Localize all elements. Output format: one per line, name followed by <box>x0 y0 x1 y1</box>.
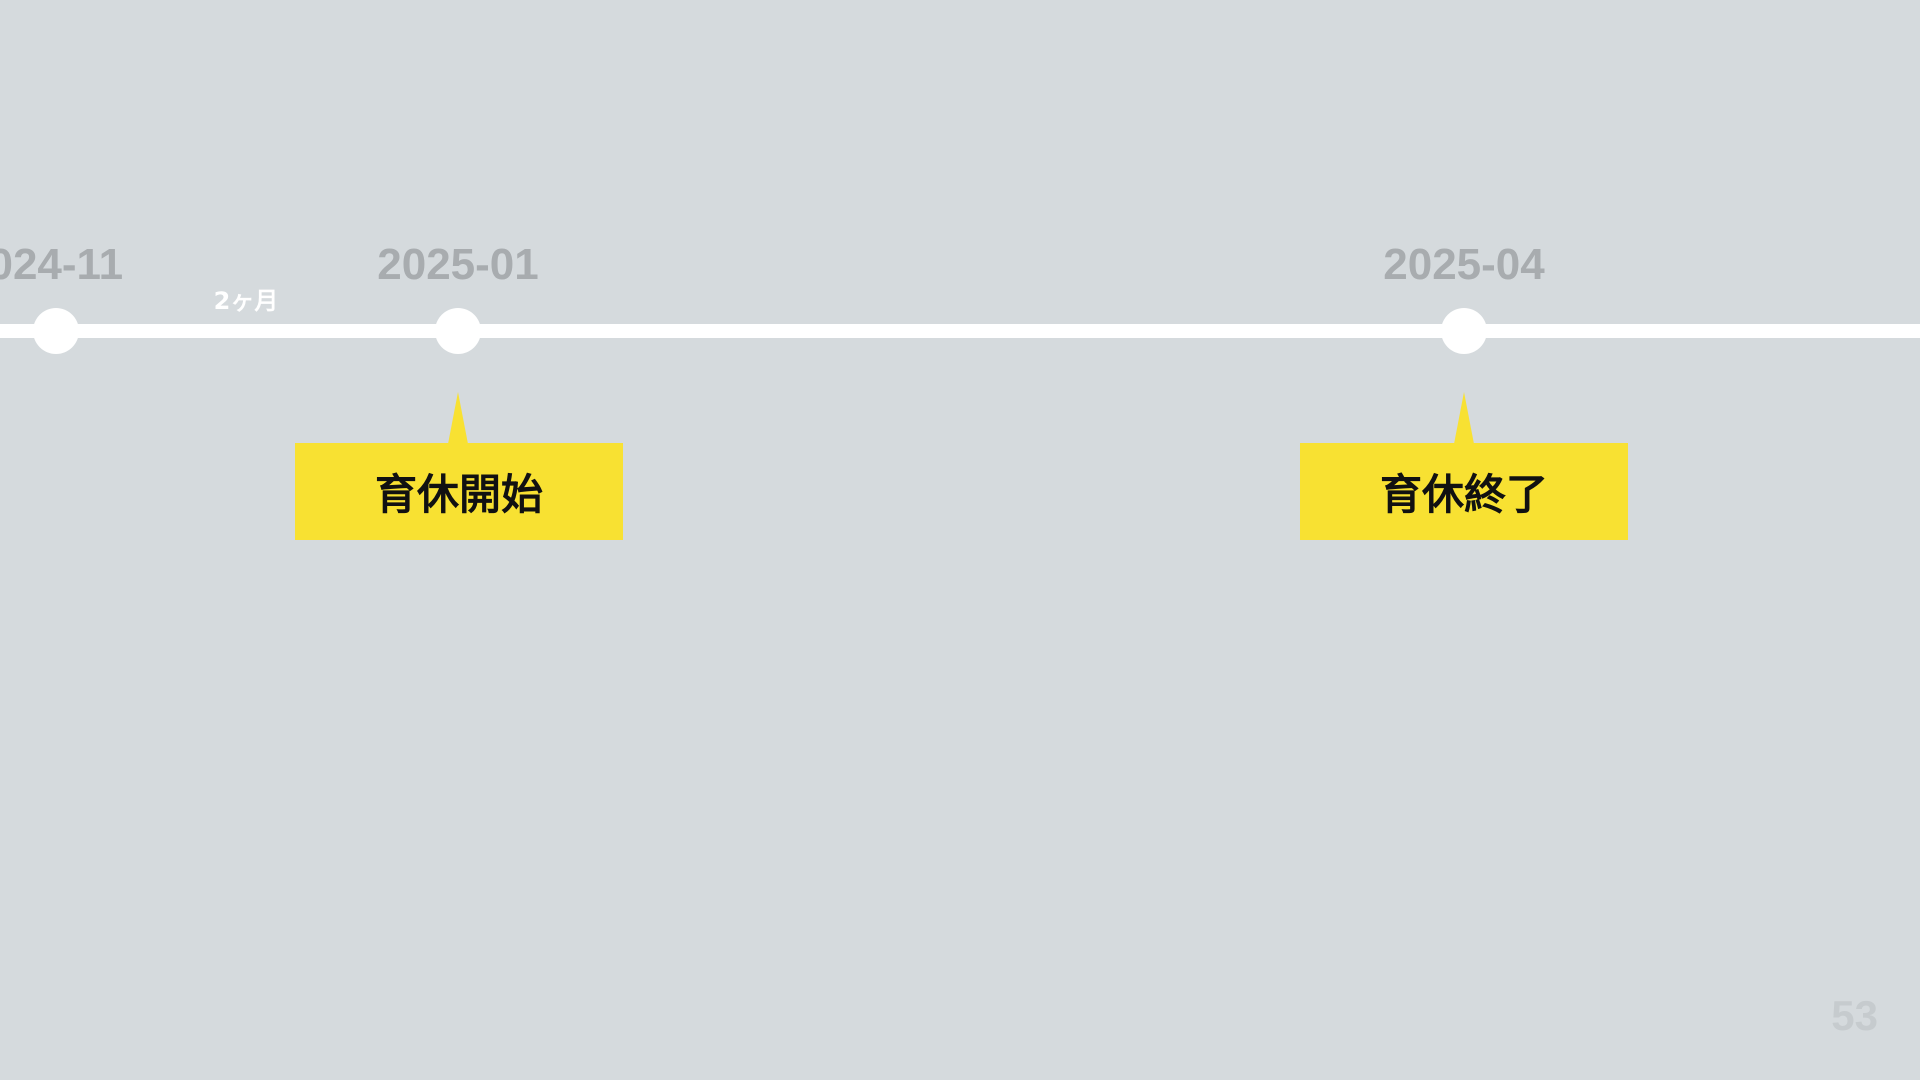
interval-label: 2ヶ月 <box>213 287 279 315</box>
timeline-marker-2025-04 <box>1441 308 1487 354</box>
timeline-marker-2024-11 <box>33 308 79 354</box>
callout-pointer-start <box>448 392 468 444</box>
date-label-2025-01: 2025-01 <box>377 240 539 289</box>
date-label-2024-11: 2024-11 <box>0 238 123 292</box>
callout-leave-end: 育休終了 <box>1300 443 1628 540</box>
timeline-line <box>0 324 1920 338</box>
date-label-text: 2024-11 <box>0 240 124 289</box>
page-number: 53 <box>1831 992 1878 1039</box>
callout-pointer-end <box>1454 392 1474 444</box>
date-label-2025-04: 2025-04 <box>1383 240 1545 289</box>
callout-leave-start: 育休開始 <box>295 443 623 540</box>
timeline-marker-2025-01 <box>435 308 481 354</box>
